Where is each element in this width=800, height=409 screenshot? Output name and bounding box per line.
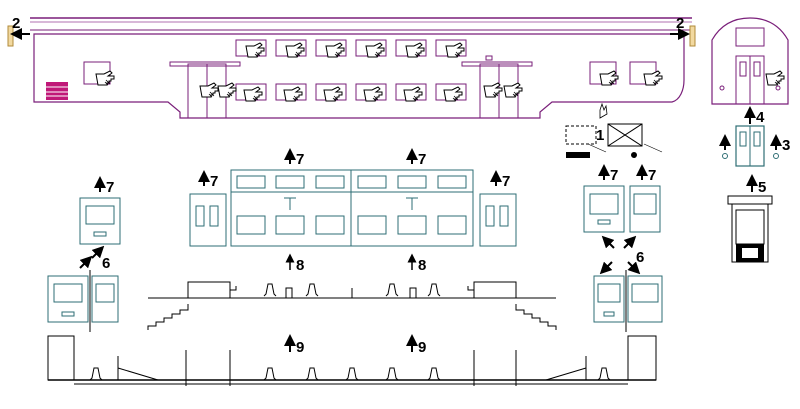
- callout-1: 1: [596, 127, 604, 144]
- callout-7-g: 7: [648, 167, 656, 184]
- end-cab-item-5: 5: [727, 174, 773, 263]
- callout-6-left: 6: [102, 255, 110, 272]
- coach-end-view: [711, 17, 789, 105]
- section-6-boxes: [47, 270, 663, 332]
- callouts-6: 6 6: [79, 235, 644, 275]
- callouts-8: 8 8: [285, 253, 426, 274]
- callout-7-c: 7: [296, 151, 304, 168]
- callout-2-left: 2: [12, 15, 20, 32]
- callout-9-a: 9: [296, 339, 304, 356]
- callout-2-right: 2: [676, 15, 684, 32]
- pointing-hand-icon: [95, 42, 663, 102]
- callout-9-b: 9: [418, 339, 426, 356]
- callout-6-right: 6: [636, 249, 644, 266]
- coach-side-view: 2 2: [7, 15, 696, 119]
- callouts-9: 9 9: [284, 334, 426, 356]
- interior-level-9: [47, 335, 657, 386]
- callout-7-e: 7: [502, 173, 510, 190]
- door-panel: 4 3: [719, 106, 790, 167]
- callout-7-b: 7: [210, 173, 218, 190]
- interior-level-8: [147, 281, 557, 330]
- callout-8-b: 8: [418, 257, 426, 274]
- callout-8-a: 8: [296, 257, 304, 274]
- callout-3: 3: [782, 137, 790, 154]
- callout-4: 4: [756, 109, 765, 126]
- callout-5: 5: [758, 179, 766, 196]
- callout-7-f: 7: [610, 167, 618, 184]
- section-row: [79, 169, 661, 247]
- callout-7-a: 7: [106, 179, 114, 196]
- callout-7-d: 7: [418, 151, 426, 168]
- detail-item-1: 1: [565, 102, 663, 158]
- callouts-7: 7 7 7 7 7 7 7: [94, 148, 656, 196]
